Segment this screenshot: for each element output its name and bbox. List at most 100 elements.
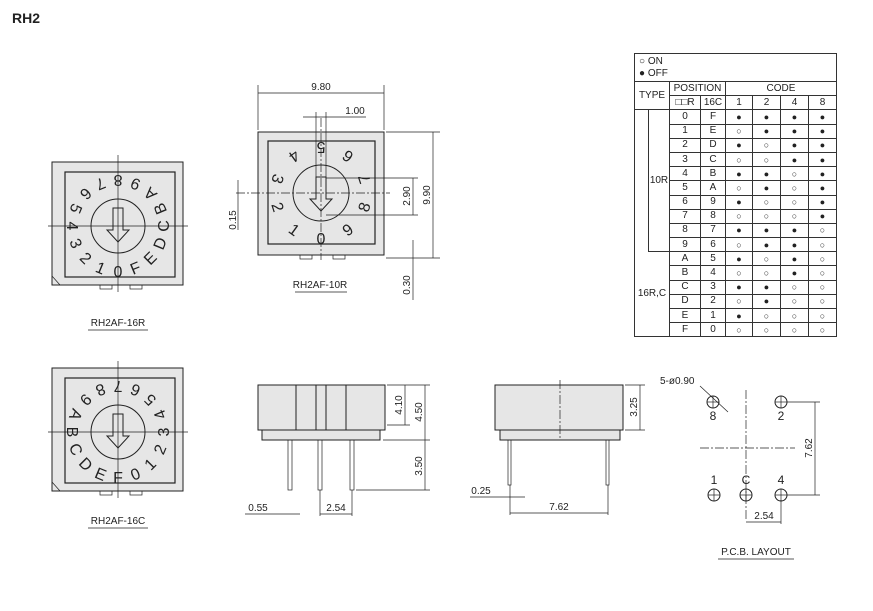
code-bit: ● (808, 166, 837, 182)
model-label-10r: RH2AF-10R (293, 280, 347, 291)
code-bit: ● (725, 166, 753, 182)
dial-position-label: 4 (63, 222, 80, 231)
code-bit: ○ (725, 151, 753, 168)
dial-position-label: B (63, 427, 80, 438)
dial-position-label: 0 (114, 264, 123, 281)
code-bit: ○ (725, 208, 753, 224)
code-bit: ● (725, 222, 753, 239)
legend-off: ● OFF (639, 67, 668, 79)
position-16c: 0 (700, 322, 726, 338)
code-bit: ○ (752, 307, 781, 324)
code-bit: ● (780, 265, 809, 281)
dim-pin: 3.50 (414, 456, 425, 476)
code-bit: ● (808, 208, 837, 224)
code-bit: ● (725, 251, 753, 267)
code-bit: ○ (725, 180, 753, 196)
code-col: 1 (725, 95, 753, 111)
side-view-front: 4.10 4.50 3.50 0.55 2.54 (245, 384, 430, 516)
position-r: 2 (669, 137, 701, 153)
position-r: 1 (669, 123, 701, 139)
dial-position-label: 0 (317, 231, 326, 248)
position-r: A (669, 251, 701, 267)
pos-col-r: □□R (669, 95, 701, 111)
code-bit: ● (808, 194, 837, 210)
dim-pitch: 2.54 (326, 503, 346, 514)
position-r: 6 (669, 194, 701, 210)
position-16c: 8 (700, 208, 726, 224)
code-bit: ● (752, 279, 781, 295)
code-bit: ○ (808, 222, 837, 239)
code-bit: ● (752, 166, 781, 182)
code-bit: ○ (808, 307, 837, 324)
code-bit: ● (780, 137, 809, 153)
code-header: CODE (725, 80, 837, 97)
dim-pin-thickness: 0.25 (471, 486, 491, 497)
dim-pin-span: 7.62 (549, 502, 569, 513)
dial-position-label: F (113, 470, 123, 487)
position-r: 8 (669, 222, 701, 239)
code-bit: ● (725, 109, 753, 125)
position-r: E (669, 307, 701, 324)
code-col: 4 (780, 95, 809, 111)
position-16c: C (700, 151, 726, 168)
dim-h2: 4.50 (414, 402, 425, 422)
code-bit: ● (808, 151, 837, 168)
code-bit: ○ (725, 293, 753, 310)
pcb-pin-label: 1 (711, 473, 718, 487)
position-r: 9 (669, 237, 701, 253)
code-bit: ● (752, 222, 781, 239)
code-bit: ○ (752, 137, 781, 153)
code-bit: ○ (725, 237, 753, 253)
type-header: TYPE (634, 80, 670, 111)
dim-height: 9.90 (422, 185, 433, 205)
position-r: 7 (669, 208, 701, 224)
arrow-icon (105, 413, 131, 449)
dim-standoff: 0.30 (402, 275, 413, 295)
dim-slot: 1.00 (345, 106, 365, 117)
code-bit: ● (725, 307, 753, 324)
code-bit: ● (780, 237, 809, 253)
model-label-16c: RH2AF-16C (91, 516, 145, 527)
pos-col-16c: 16C (700, 95, 726, 111)
code-bit: ● (725, 137, 753, 153)
code-bit: ○ (752, 208, 781, 224)
code-bit: ● (725, 279, 753, 295)
code-bit: ○ (725, 322, 753, 338)
dial-position-label: 5 (316, 138, 325, 155)
pcb-layout-label: P.C.B. LAYOUT (721, 547, 791, 558)
position-16c: D (700, 137, 726, 153)
position-16c: F (700, 109, 726, 125)
code-bit: ○ (780, 180, 809, 196)
position-r: B (669, 265, 701, 281)
position-r: 4 (669, 166, 701, 182)
dim-pin-width: 0.55 (248, 503, 268, 514)
dim-h1: 4.10 (394, 395, 405, 415)
pcb-pin-label: 8 (710, 409, 717, 423)
code-bit: ○ (752, 265, 781, 281)
code-bit: ○ (780, 307, 809, 324)
code-col: 8 (808, 95, 837, 111)
code-bit: ○ (780, 208, 809, 224)
dial-position-label: C (156, 220, 173, 232)
code-bit: ● (780, 151, 809, 168)
code-bit: ○ (780, 293, 809, 310)
arrow-icon (308, 176, 334, 212)
position-16c: 7 (700, 222, 726, 239)
code-bit: ○ (808, 279, 837, 295)
type-10r: 10R (648, 109, 670, 253)
pcb-pin-label: 2 (778, 409, 785, 423)
code-bit: ● (808, 137, 837, 153)
type-16rc: 16R,C (634, 251, 670, 338)
dial-position-label: 3 (156, 427, 173, 436)
model-label-16r: RH2AF-16R (91, 318, 145, 329)
